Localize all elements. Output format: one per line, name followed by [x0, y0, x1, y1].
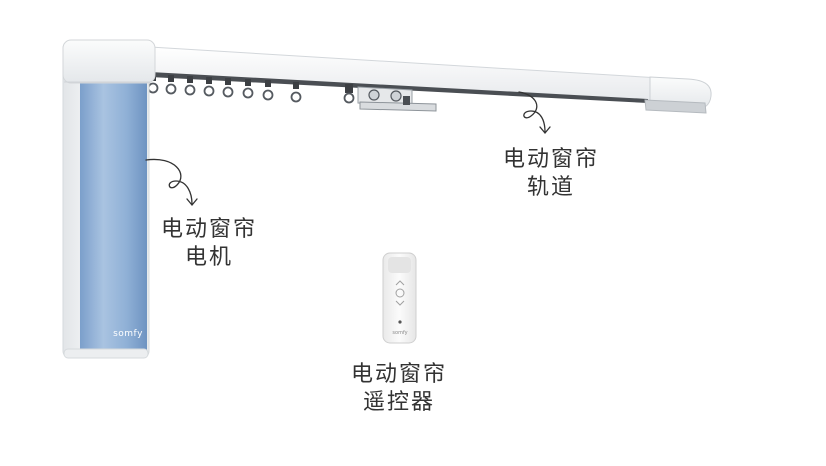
- hook: [242, 79, 254, 99]
- remote-label-line-1: 电动窗帘: [350, 362, 447, 387]
- remote-brand-logo: somfy: [392, 330, 407, 336]
- track-label: 电动窗帘 轨道: [498, 146, 602, 202]
- hook: [262, 80, 274, 101]
- track-end-bracket: [644, 99, 707, 114]
- motor-label-line-1: 电动窗帘: [160, 217, 257, 242]
- remote-label-line-2: 遥控器: [362, 390, 435, 415]
- motor-label-line-2: 电机: [184, 245, 233, 270]
- remote-top-panel: [388, 257, 411, 273]
- curtain-motor: somfy: [62, 39, 156, 359]
- track-label-line-1: 电动窗帘: [502, 147, 599, 172]
- hook: [184, 76, 196, 96]
- hook: [290, 82, 302, 103]
- motor-bottom-cap: [63, 348, 149, 359]
- curtain-track: [149, 46, 712, 114]
- remote-control: somfy: [382, 252, 417, 344]
- remote-indicator-dot: [398, 320, 402, 324]
- motor-arrow-icon: [145, 158, 198, 207]
- track-arrow-icon: [518, 91, 551, 135]
- hook: [165, 75, 177, 95]
- master-carrier: [343, 84, 437, 112]
- motor-label: 电动窗帘 电机: [156, 216, 260, 272]
- remote-body: [382, 252, 417, 344]
- remote-stop-icon: [395, 288, 405, 298]
- motor-blue-body: [80, 83, 147, 351]
- remote-down-icon: [395, 300, 405, 306]
- remote-label: 电动窗帘 遥控器: [346, 361, 450, 417]
- motor-brand-logo: somfy: [113, 329, 143, 339]
- hook: [203, 77, 215, 97]
- track-label-line-2: 轨道: [526, 175, 575, 200]
- motor-top-cap: [62, 39, 156, 84]
- track-slot: [150, 72, 648, 103]
- hook: [222, 78, 234, 98]
- remote-up-icon: [395, 280, 405, 286]
